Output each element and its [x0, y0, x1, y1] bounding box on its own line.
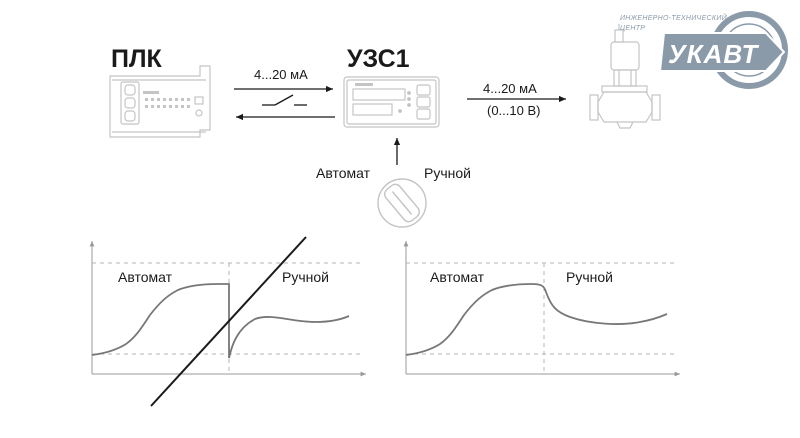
signal-label-plc-uzs: 4...20 мА [254, 67, 308, 82]
uzs-label: УЗС1 [347, 45, 410, 73]
open-contact-symbol [262, 94, 307, 106]
chart-left-auto-label: Автомат [118, 269, 173, 285]
chart-right-curve [405, 283, 668, 356]
signal-label-uzs-valve-alt: (0...10 В) [487, 103, 540, 118]
switch-label-auto: Автомат [316, 165, 371, 181]
signal-label-uzs-valve: 4...20 мА [483, 81, 537, 96]
chart-right-auto-label: Автомат [430, 269, 485, 285]
logo-text-name: УКАВТ [668, 39, 760, 69]
logo-text-line1: ИНЖЕНЕРНО-ТЕХНИЧЕСКИЙ [620, 13, 728, 22]
plc-label: ПЛК [111, 45, 163, 73]
plc-device-icon [109, 65, 211, 138]
mode-selector-switch-icon[interactable] [377, 178, 427, 228]
chart-left-cross-out-line [150, 236, 307, 407]
company-logo: ИНЖЕНЕРНО-ТЕХНИЧЕСКИЙ ЦЕНТР УКАВТ [620, 11, 788, 89]
chart-left-curve [91, 283, 350, 359]
uzs-device-icon [343, 76, 440, 128]
chart-left: Автомат Ручной [89, 236, 366, 407]
chart-right: Автомат Ручной [403, 241, 680, 377]
logo-text-line2: ЦЕНТР [620, 25, 645, 32]
chart-right-manual-label: Ручной [566, 269, 613, 285]
switch-label-manual: Ручной [424, 165, 471, 181]
control-valve-icon [589, 24, 661, 129]
chart-left-manual-label: Ручной [282, 269, 329, 285]
